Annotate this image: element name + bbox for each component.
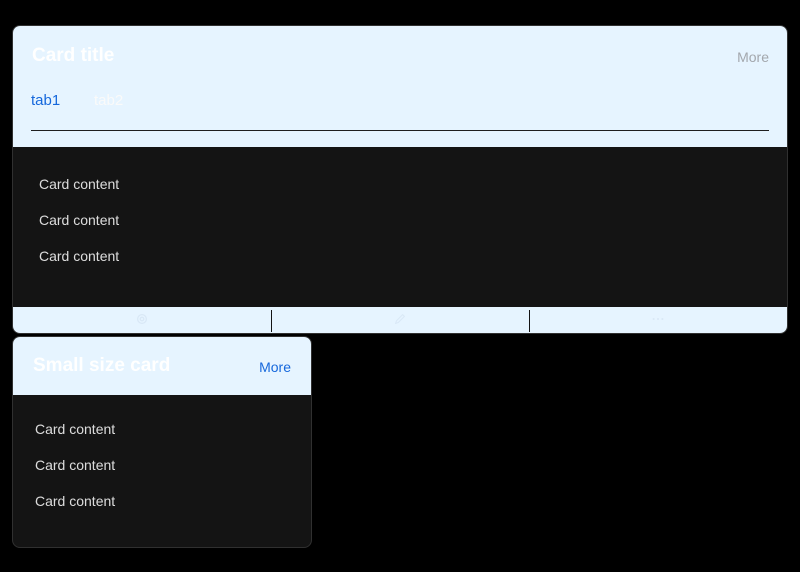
large-card-title: Card title [32, 45, 115, 66]
large-card-more-link[interactable]: More [737, 49, 769, 65]
edit-icon [393, 312, 407, 331]
card-content-line: Card content [35, 493, 116, 509]
large-card-actions [13, 307, 787, 333]
small-card-more-link[interactable]: More [259, 359, 291, 375]
setting-action-button[interactable] [13, 307, 271, 333]
tab-2[interactable]: tab2 [94, 92, 124, 109]
card-content-line: Card content [39, 212, 120, 228]
small-card: Small size card More Card content Card c… [12, 336, 312, 548]
small-card-title: Small size card [33, 355, 171, 376]
card-content-line: Card content [35, 421, 116, 437]
ellipsis-icon [651, 312, 665, 331]
large-card-body: Card content Card content Card content [13, 147, 787, 307]
card-content-line: Card content [39, 248, 120, 264]
card-content-line: Card content [39, 176, 120, 192]
small-card-header: Small size card More [13, 337, 311, 395]
large-card-header: Card title More tab1 tab2 [13, 26, 787, 147]
small-card-body: Card content Card content Card content [13, 395, 311, 547]
large-card: Card title More tab1 tab2 Card content C… [12, 25, 788, 334]
edit-action-button[interactable] [271, 307, 529, 333]
large-card-tabs: tab1 tab2 [31, 92, 769, 131]
setting-icon [135, 312, 149, 331]
card-content-line: Card content [35, 457, 116, 473]
tab-1[interactable]: tab1 [31, 92, 61, 109]
ellipsis-action-button[interactable] [529, 307, 787, 333]
